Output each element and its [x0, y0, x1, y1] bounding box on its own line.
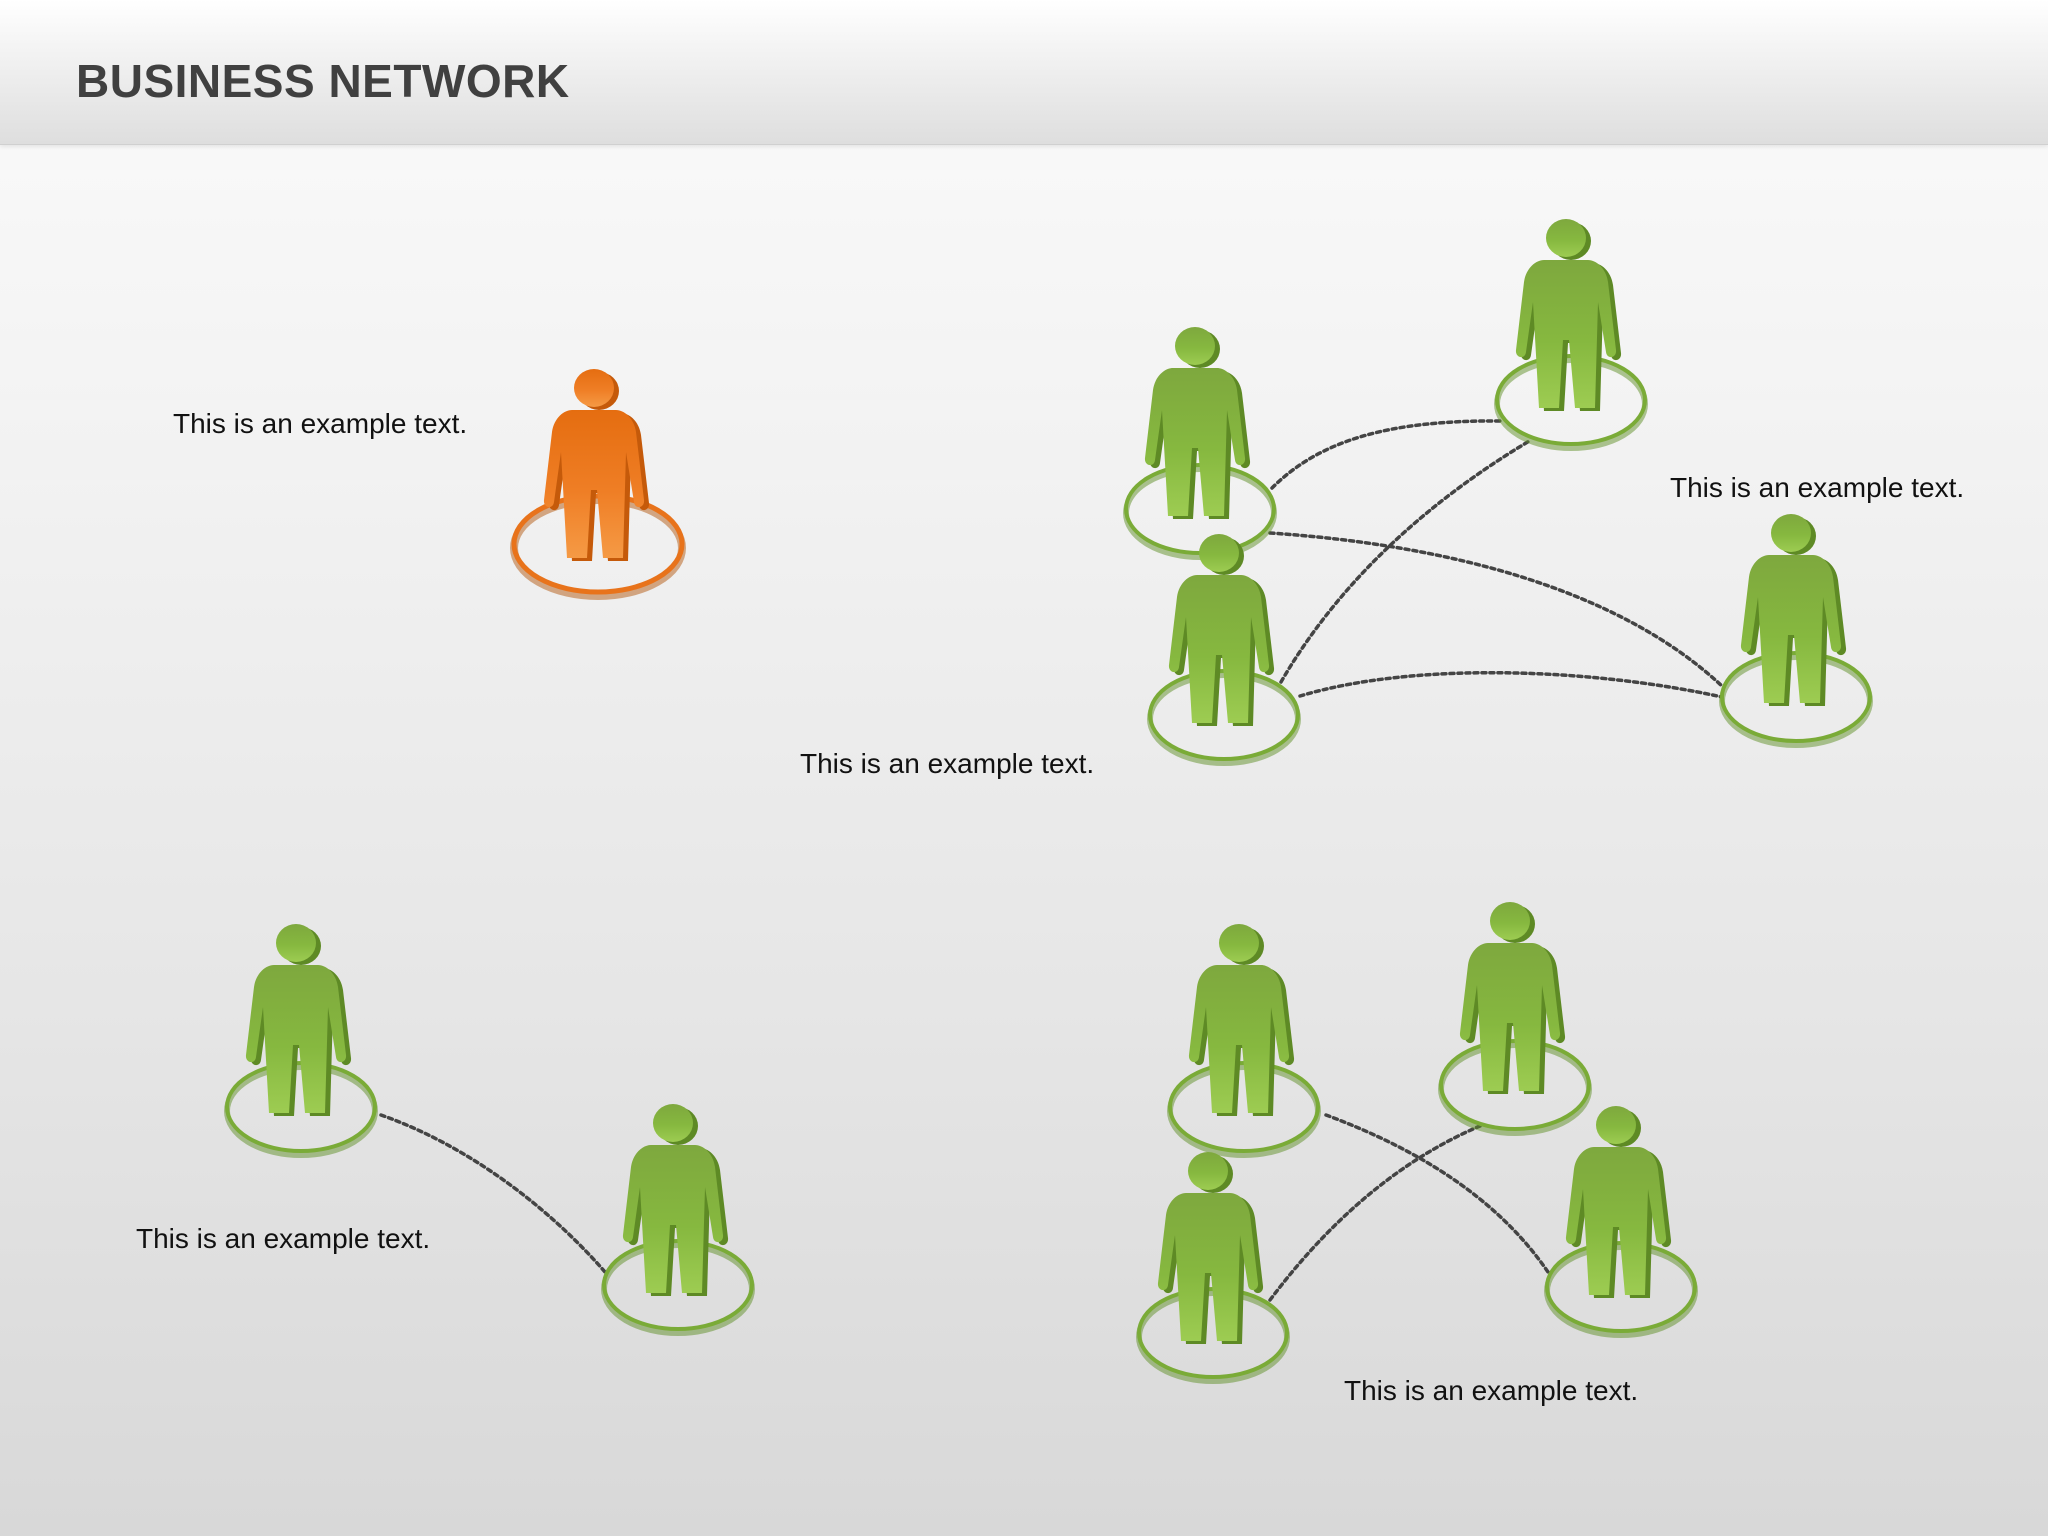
connection-links [379, 419, 1725, 1302]
person-i-icon [1136, 1152, 1290, 1384]
person-h-icon [1438, 902, 1592, 1136]
caption-orange-person: This is an example text. [173, 408, 468, 439]
person-orange-icon [510, 369, 686, 600]
link-g-j [1324, 1113, 1552, 1277]
link-c-b [1279, 438, 1533, 684]
header-bar: BUSINESS NETWORK [0, 0, 2048, 145]
person-b-icon [1494, 219, 1648, 451]
person-c-icon [1147, 534, 1301, 766]
page-title: BUSINESS NETWORK [76, 55, 570, 107]
link-e-f [379, 1113, 607, 1274]
person-e-icon [224, 924, 378, 1158]
link-i-h [1268, 1124, 1482, 1302]
caption-top-center: This is an example text. [800, 748, 1095, 779]
person-a-icon [1123, 327, 1277, 560]
person-j-icon [1544, 1106, 1698, 1338]
caption-bottom-right: This is an example text. [1344, 1375, 1639, 1406]
person-f-icon [601, 1104, 755, 1336]
link-a-d [1268, 531, 1725, 689]
caption-bottom-left: This is an example text. [136, 1223, 431, 1254]
person-d-icon [1719, 514, 1873, 748]
caption-top-right: This is an example text. [1670, 472, 1965, 503]
link-a-b [1270, 419, 1502, 490]
person-g-icon [1167, 924, 1321, 1158]
link-c-d [1298, 670, 1724, 699]
